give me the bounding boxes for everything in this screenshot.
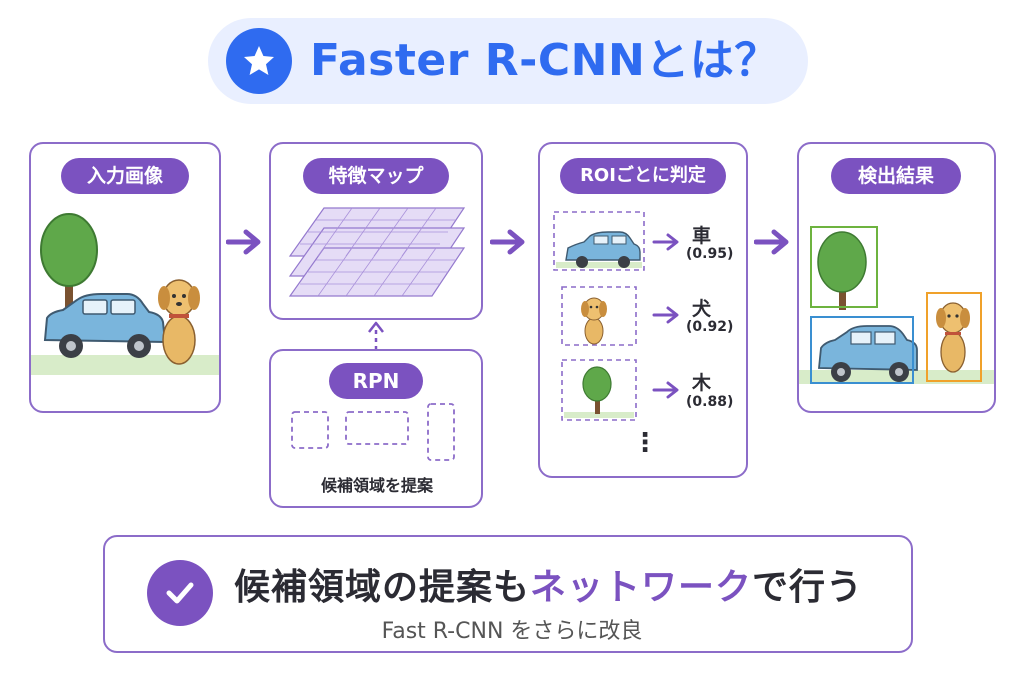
rpn-label: RPN xyxy=(329,363,423,399)
roi-class-label: 犬 xyxy=(692,298,712,320)
roi-score: (0.95) xyxy=(686,246,734,262)
roi-class-label: 車 xyxy=(692,225,712,247)
roi-score: (0.92) xyxy=(686,319,734,335)
roi-tree-thumb xyxy=(561,359,637,421)
proposal-boxes xyxy=(291,403,455,461)
arrow-right-icon xyxy=(652,306,679,324)
check-icon xyxy=(147,560,213,626)
arrow-right-icon xyxy=(652,381,679,399)
summary-text: 候補領域の提案も xyxy=(234,567,531,608)
arrow-up-icon xyxy=(368,321,384,350)
summary-headline: 候補領域の提案もネットワークで行う xyxy=(234,558,863,610)
input-image-label: 入力画像 xyxy=(61,158,189,194)
title-banner xyxy=(208,18,808,104)
result-scene xyxy=(799,226,994,384)
input-scene xyxy=(31,213,219,375)
summary-subtext: Fast R-CNN をさらに改良 xyxy=(381,619,643,644)
car-icon xyxy=(818,325,918,382)
arrow-right-icon xyxy=(754,229,789,255)
summary-highlight: ネットワーク xyxy=(530,567,753,608)
arrow-right-icon xyxy=(652,233,679,251)
feature-map-layers xyxy=(288,207,466,297)
dog-icon xyxy=(158,279,200,365)
dog-icon xyxy=(936,302,970,373)
roi-label: ROIごとに判定 xyxy=(560,158,726,194)
result-label: 検出結果 xyxy=(831,158,961,194)
summary-box xyxy=(103,535,913,653)
more-dots: ⋮ xyxy=(632,428,658,458)
car-icon xyxy=(43,293,167,358)
roi-dog-thumb xyxy=(561,286,637,346)
roi-class-label: 木 xyxy=(692,372,712,394)
tree-icon xyxy=(40,213,98,310)
star-icon xyxy=(226,28,292,94)
summary-text: で行う xyxy=(752,567,864,608)
roi-score: (0.88) xyxy=(686,394,734,410)
rpn-caption: 候補領域を提案 xyxy=(320,476,433,495)
roi-car-thumb xyxy=(553,211,645,271)
page-title: Faster R-CNNとは？ xyxy=(310,35,779,86)
tree-icon xyxy=(817,231,867,310)
arrow-right-icon xyxy=(490,229,525,255)
feature-map-label: 特徴マップ xyxy=(303,158,449,194)
arrow-right-icon xyxy=(226,229,261,255)
